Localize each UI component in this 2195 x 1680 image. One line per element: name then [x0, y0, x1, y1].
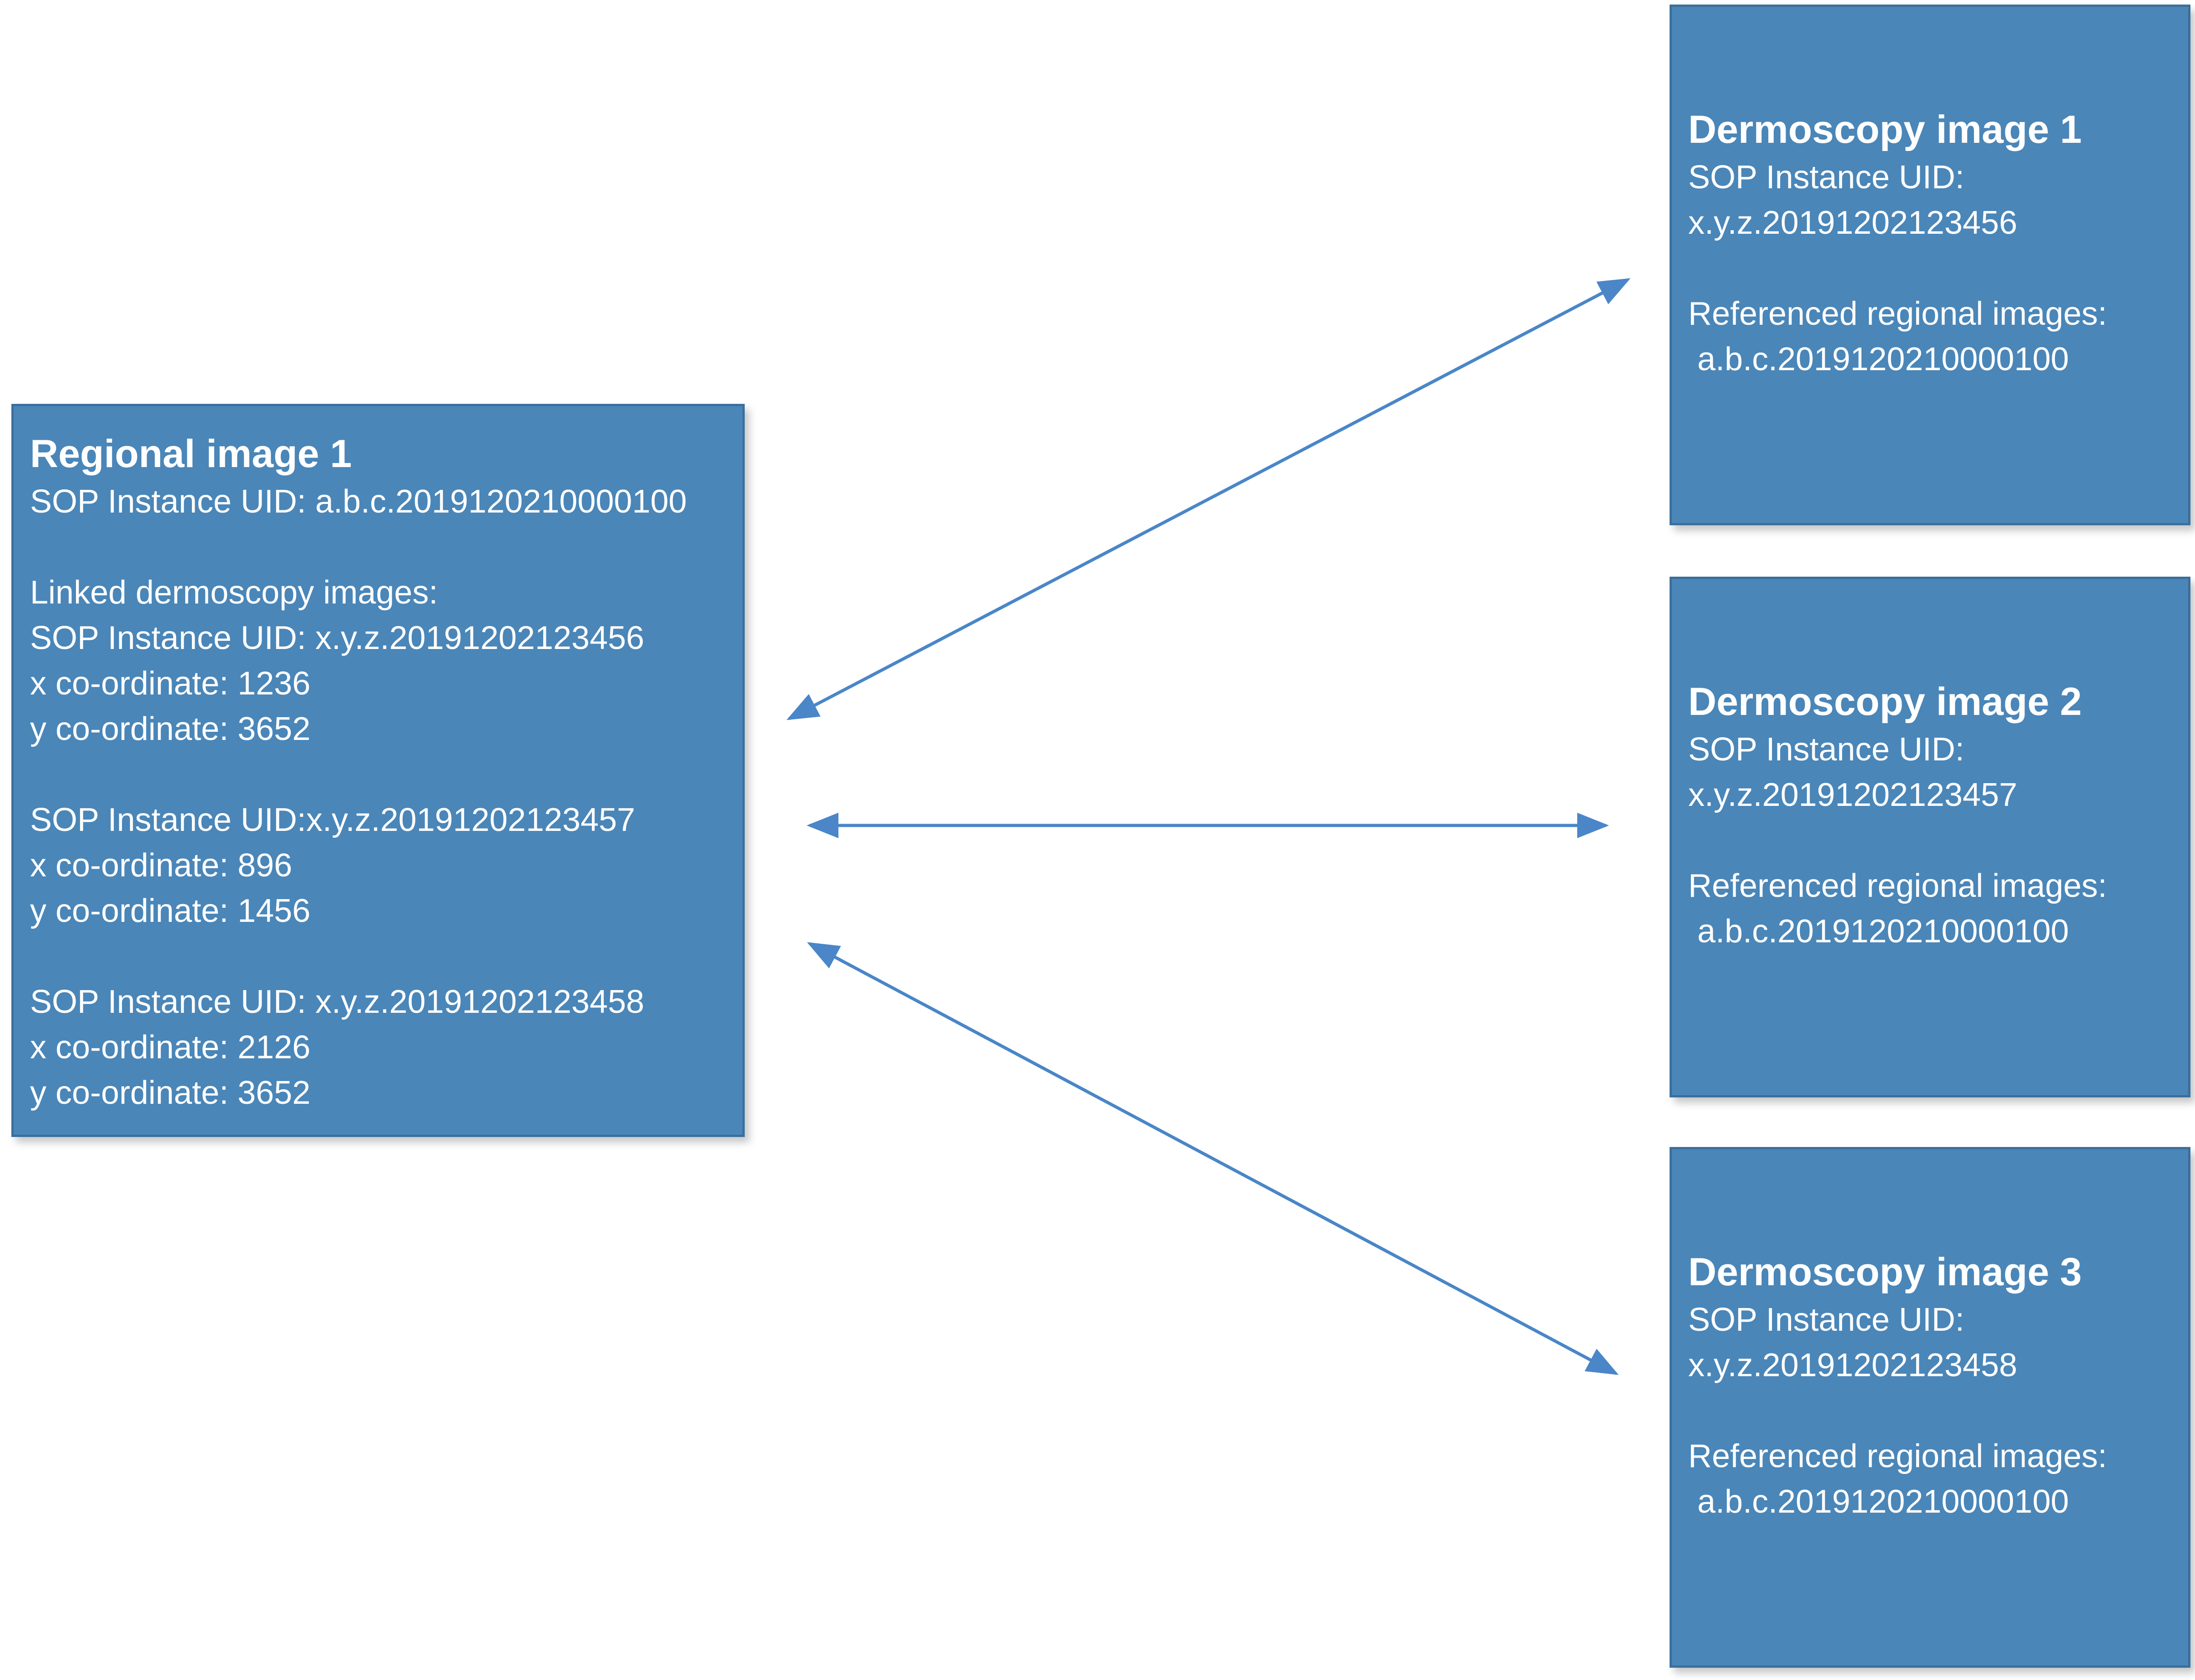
arrow-regional-to-dermoscopy-1 — [786, 278, 1631, 720]
dermoscopy-1-uid-value: x.y.z.20191202123456 — [1688, 205, 2018, 241]
linked-y-coordinate-3: y co-ordinate: 3652 — [30, 1075, 311, 1111]
spacer — [30, 524, 742, 570]
linked-x-coordinate-3: x co-ordinate: 2126 — [30, 1029, 311, 1066]
regional-image-title: Regional image 1 — [30, 432, 352, 476]
linked-y-coordinate-2: y co-ordinate: 1456 — [30, 893, 311, 929]
dermoscopy-3-uid-value: x.y.z.20191202123458 — [1688, 1347, 2018, 1383]
regional-image-box: Regional image 1 SOP Instance UID: a.b.c… — [11, 404, 745, 1137]
spacer — [1688, 818, 2188, 863]
linked-x-coordinate-1: x co-ordinate: 1236 — [30, 665, 311, 702]
dermoscopy-3-uid-label: SOP Instance UID: — [1688, 1302, 1964, 1338]
linked-x-coordinate-2: x co-ordinate: 896 — [30, 847, 293, 884]
dermoscopy-3-ref-value: a.b.c.2019120210000100 — [1697, 1484, 2069, 1520]
dermoscopy-3-ref-label: Referenced regional images: — [1688, 1438, 2107, 1474]
dermoscopy-2-uid-label: SOP Instance UID: — [1688, 731, 1964, 768]
dermoscopy-image-3-box: Dermoscopy image 3 SOP Instance UID: x.y… — [1670, 1147, 2190, 1668]
dermoscopy-2-uid-value: x.y.z.20191202123457 — [1688, 777, 2018, 813]
spacer — [30, 752, 742, 797]
linked-dermoscopy-header: Linked dermoscopy images: — [30, 574, 438, 611]
dermoscopy-1-uid-label: SOP Instance UID: — [1688, 159, 1964, 196]
dermoscopy-image-3-title: Dermoscopy image 3 — [1688, 1250, 2082, 1294]
spacer — [1688, 1388, 2188, 1434]
dermoscopy-image-1-title: Dermoscopy image 1 — [1688, 108, 2082, 151]
dermoscopy-2-ref-value: a.b.c.2019120210000100 — [1697, 913, 2069, 950]
spacer — [30, 934, 742, 979]
dermoscopy-2-ref-label: Referenced regional images: — [1688, 868, 2107, 904]
dermoscopy-image-1-box: Dermoscopy image 1 SOP Instance UID: x.y… — [1670, 5, 2190, 525]
dermoscopy-image-2-box: Dermoscopy image 2 SOP Instance UID: x.y… — [1670, 577, 2190, 1097]
dermoscopy-image-2-title: Dermoscopy image 2 — [1688, 680, 2082, 724]
spacer — [1688, 246, 2188, 291]
dermoscopy-1-ref-label: Referenced regional images: — [1688, 296, 2107, 332]
arrow-regional-to-dermoscopy-3 — [807, 942, 1619, 1375]
dermoscopy-1-ref-value: a.b.c.2019120210000100 — [1697, 341, 2069, 377]
linked-sop-uid-2: SOP Instance UID:x.y.z.20191202123457 — [30, 802, 636, 838]
linked-y-coordinate-1: y co-ordinate: 3652 — [30, 711, 311, 747]
linked-sop-uid-1: SOP Instance UID: x.y.z.20191202123456 — [30, 620, 645, 656]
linked-sop-uid-3: SOP Instance UID: x.y.z.20191202123458 — [30, 984, 645, 1020]
regional-sop-uid: SOP Instance UID: a.b.c.2019120210000100 — [30, 483, 687, 520]
